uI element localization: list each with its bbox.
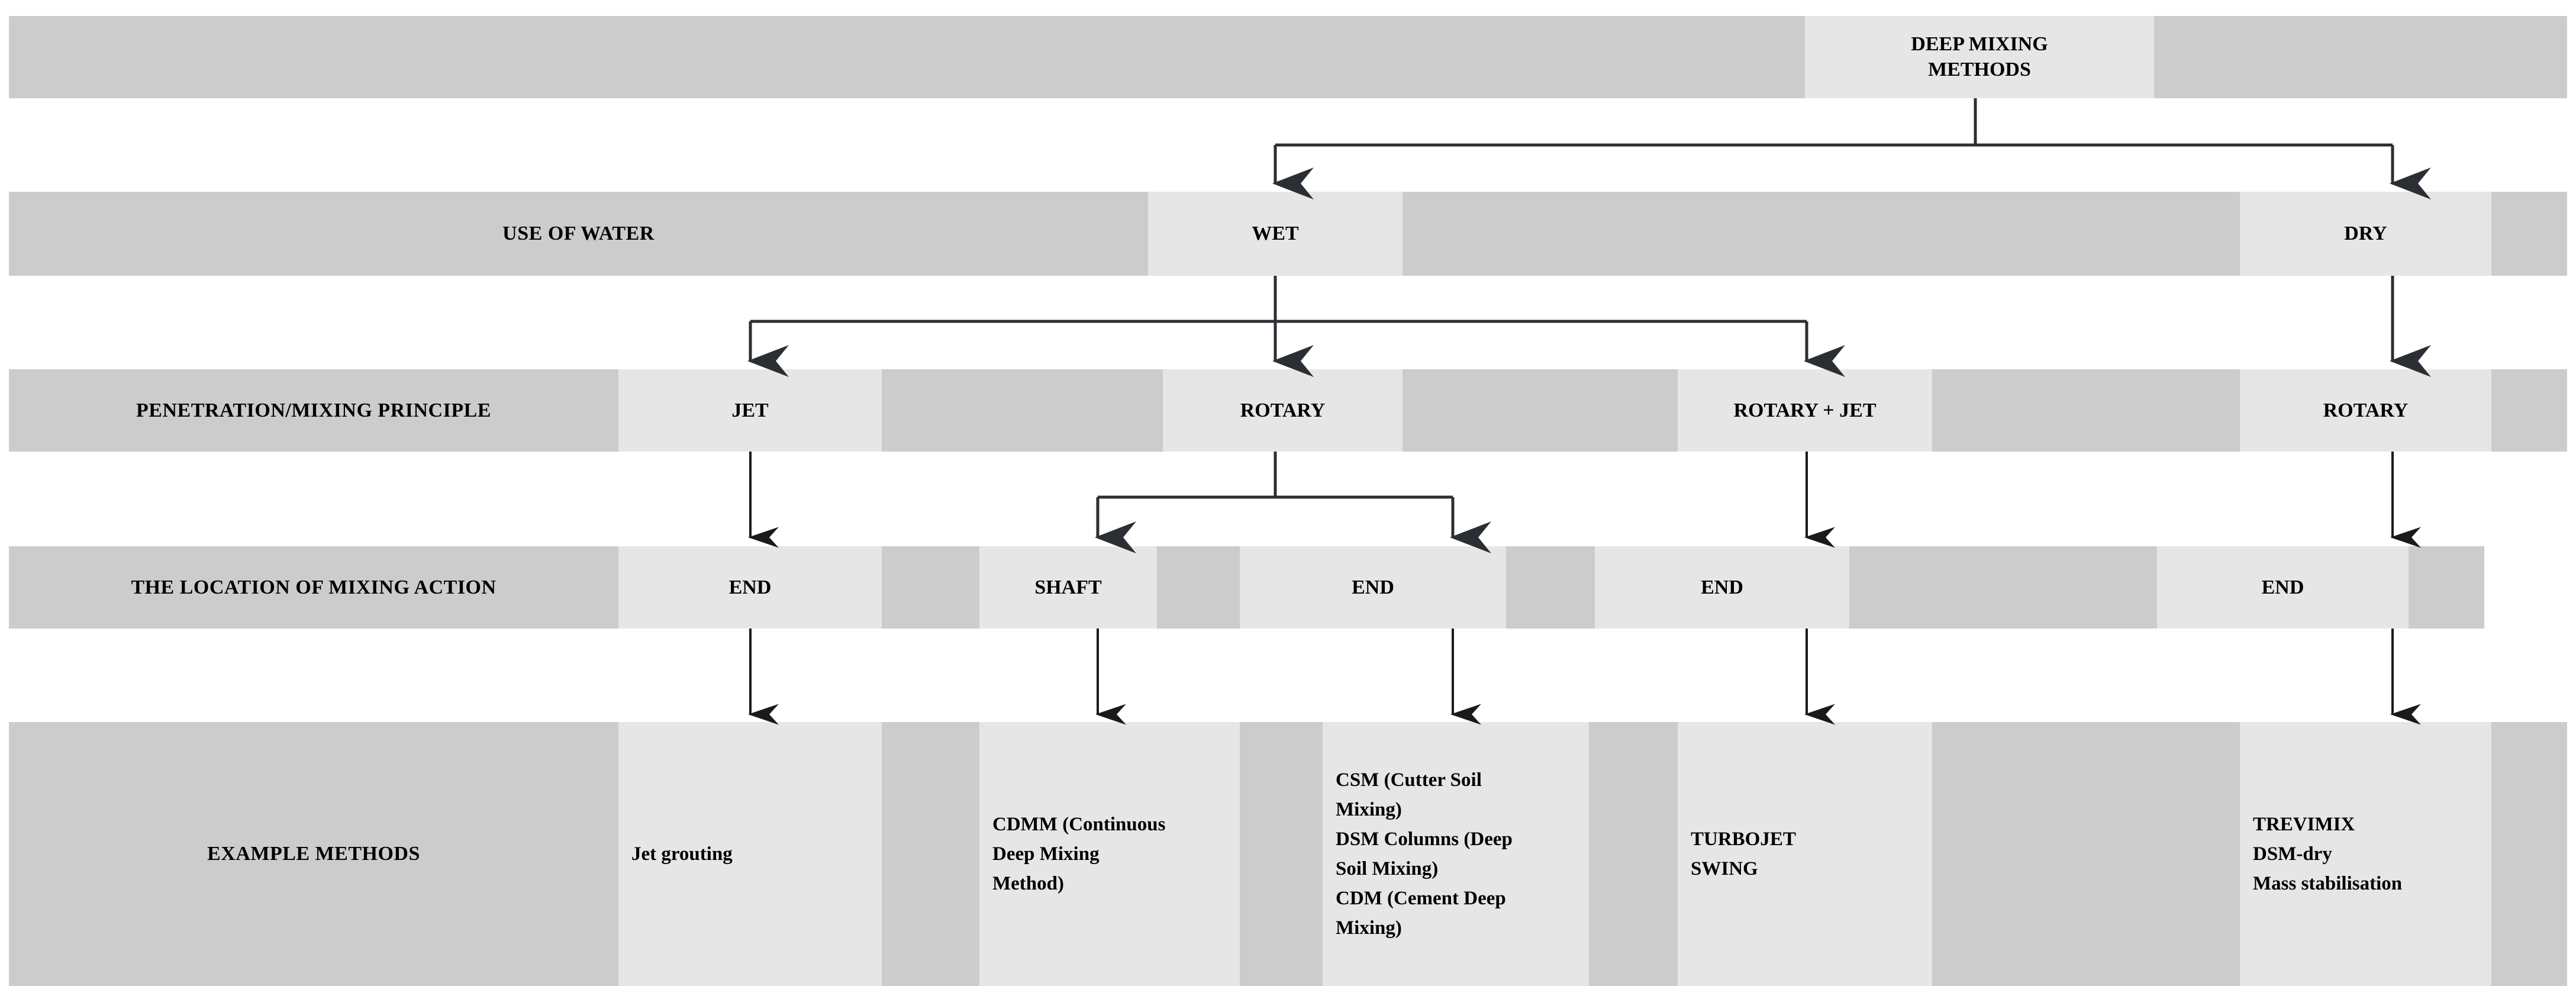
node-label-shaft: SHAFT	[1034, 576, 1102, 598]
node-label-rotary-plus-jet: ROTARY + JET	[1733, 399, 1877, 421]
spacer-cell-location-4	[1849, 546, 2157, 629]
leaf-line-trevimix-2: DSM-dry	[2253, 843, 2332, 865]
row-label-use-of-water: USE OF WATER	[9, 192, 1148, 276]
node-rotary-wet[interactable]: ROTARY	[1163, 369, 1403, 452]
node-label-jet: JET	[731, 399, 769, 421]
node-label-end-dry: END	[2261, 576, 2304, 598]
leaf-line-cdmm-1: CDMM (Continuous	[992, 813, 1166, 835]
node-label-deep-mixing-methods-line1: DEEP MIXING	[1911, 33, 2048, 55]
leaf-line-csm-3: DSM Columns (Deep	[1336, 828, 1513, 850]
leaf-turbojet-swing[interactable]: TURBOJET SWING	[1678, 722, 1932, 986]
spacer-cell-water-right	[2491, 192, 2567, 276]
node-end-rotary-jet[interactable]: END	[1595, 546, 1849, 629]
node-rotary-dry[interactable]: ROTARY	[2240, 369, 2491, 452]
row-label-text-location-of-mixing-action: THE LOCATION OF MIXING ACTION	[131, 576, 496, 598]
spacer-cell-principle-2	[1403, 369, 1678, 452]
row-label-location-of-mixing-action: THE LOCATION OF MIXING ACTION	[9, 546, 618, 629]
spacer-cell-principle-3	[1932, 369, 2240, 452]
node-label-dry: DRY	[2344, 223, 2387, 244]
spacer-cell-location-2	[1157, 546, 1240, 629]
row-penetration-mixing-principle: PENETRATION/MIXING PRINCIPLE JET ROTARY …	[9, 369, 2567, 452]
node-shaft[interactable]: SHAFT	[979, 546, 1157, 629]
leaf-line-csm-5: CDM (Cement Deep	[1336, 888, 1506, 910]
leaf-line-trevimix-3: Mass stabilisation	[2253, 873, 2403, 895]
leaf-cdmm[interactable]: CDMM (Continuous Deep Mixing Method)	[979, 722, 1240, 986]
spacer-cell-principle-right	[2491, 369, 2567, 452]
node-label-end-jet: END	[728, 576, 772, 598]
leaf-line-csm-6: Mixing)	[1336, 917, 1402, 939]
spacer-cell-example-1	[882, 722, 979, 986]
leaf-trevimix[interactable]: TREVIMIX DSM-dry Mass stabilisation	[2240, 722, 2491, 986]
node-end-dry[interactable]: END	[2157, 546, 2409, 629]
leaf-line-turbojet-1: TURBOJET	[1691, 828, 1796, 850]
spacer-cell-principle-1	[882, 369, 1163, 452]
leaf-csm-dsm-cdm[interactable]: CSM (Cutter Soil Mixing) DSM Columns (De…	[1323, 722, 1589, 986]
spacer-cell-example-2	[1240, 722, 1323, 986]
node-jet[interactable]: JET	[618, 369, 882, 452]
node-label-end-rotary-jet: END	[1701, 576, 1743, 598]
spacer-cell-location-3	[1506, 546, 1595, 629]
leaf-line-csm-2: Mixing)	[1336, 798, 1402, 820]
spacer-cell-location-right	[2409, 546, 2484, 629]
spacer-cell-example-4	[1932, 722, 2240, 986]
leaf-line-trevimix-1: TREVIMIX	[2253, 813, 2355, 835]
node-end-rotary[interactable]: END	[1240, 546, 1506, 629]
row-label-penetration-mixing-principle: PENETRATION/MIXING PRINCIPLE	[9, 369, 618, 452]
node-label-deep-mixing-methods-line2: METHODS	[1928, 58, 2031, 80]
row-root: DEEP MIXING METHODS	[9, 16, 2567, 98]
node-label-end-rotary: END	[1352, 576, 1394, 598]
row-label-text-example-methods: EXAMPLE METHODS	[207, 843, 420, 865]
node-end-jet[interactable]: END	[618, 546, 882, 629]
node-label-rotary-wet: ROTARY	[1240, 399, 1326, 421]
row-label-example-methods: EXAMPLE METHODS	[9, 722, 618, 986]
row-example-methods: EXAMPLE METHODS Jet grouting CDMM (Conti…	[9, 722, 2567, 986]
row-label-text-penetration-mixing-principle: PENETRATION/MIXING PRINCIPLE	[136, 399, 491, 421]
row-label-text-use-of-water: USE OF WATER	[502, 223, 655, 244]
node-dry[interactable]: DRY	[2240, 192, 2491, 276]
leaf-jet-grouting[interactable]: Jet grouting	[618, 722, 882, 986]
node-label-wet: WET	[1252, 223, 1299, 244]
spacer-cell-root-right	[2154, 16, 2567, 98]
row-location-of-mixing-action: THE LOCATION OF MIXING ACTION END SHAFT …	[9, 546, 2567, 629]
leaf-line-cdmm-2: Deep Mixing	[992, 843, 1100, 865]
node-label-rotary-dry: ROTARY	[2323, 399, 2409, 421]
spacer-cell-example-3	[1589, 722, 1678, 986]
leaf-line-turbojet-2: SWING	[1691, 858, 1758, 879]
leaf-line-jet-grouting-1: Jet grouting	[631, 843, 733, 865]
spacer-cell-location-1	[882, 546, 979, 629]
node-wet[interactable]: WET	[1148, 192, 1403, 276]
spacer-cell-root-left	[9, 16, 1805, 98]
leaf-line-csm-1: CSM (Cutter Soil	[1336, 769, 1482, 791]
leaf-line-csm-4: Soil Mixing)	[1336, 858, 1439, 879]
spacer-cell-water-mid	[1403, 192, 2240, 276]
node-rotary-plus-jet[interactable]: ROTARY + JET	[1678, 369, 1932, 452]
row-use-of-water: USE OF WATER WET DRY	[9, 192, 2567, 276]
spacer-cell-example-right	[2491, 722, 2567, 986]
leaf-line-cdmm-3: Method)	[992, 873, 1064, 895]
node-deep-mixing-methods[interactable]: DEEP MIXING METHODS	[1805, 16, 2154, 98]
